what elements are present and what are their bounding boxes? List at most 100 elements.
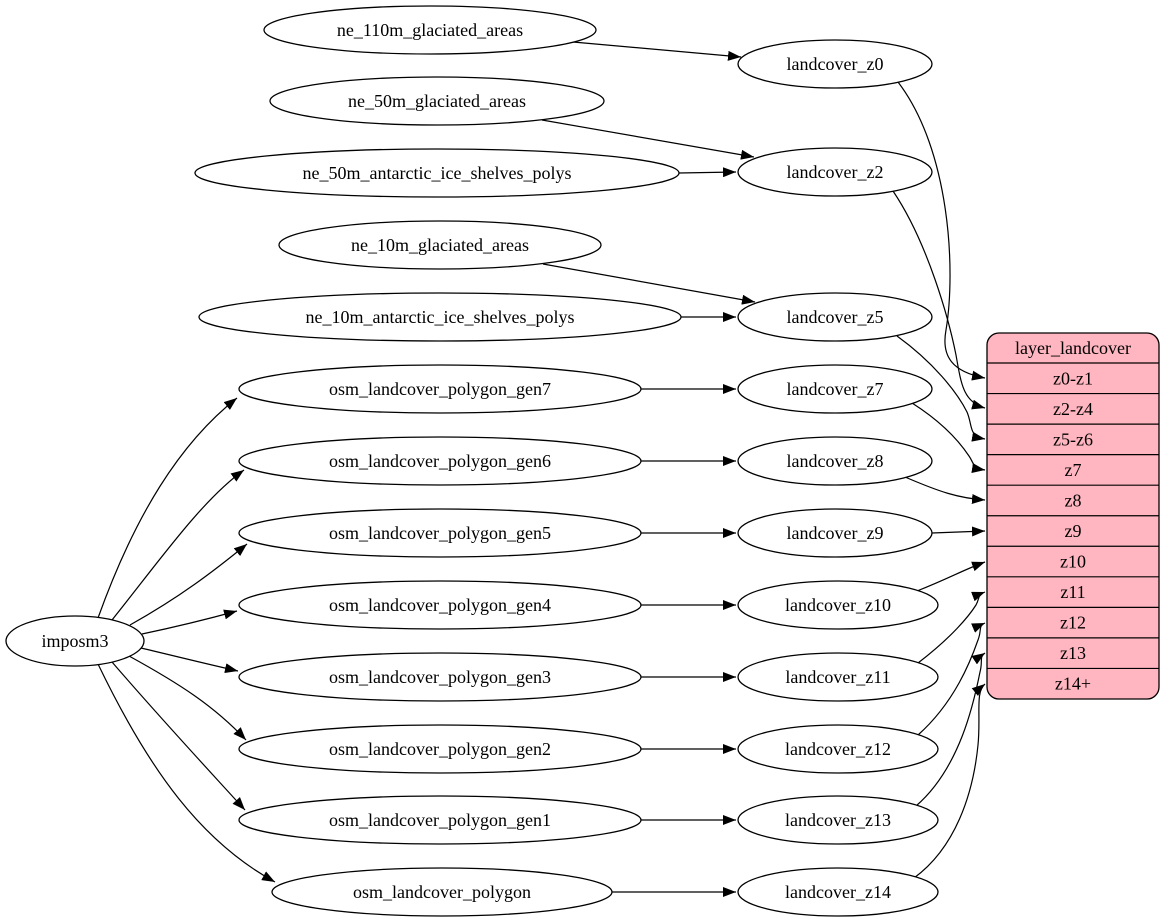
node-ne_110m_glaciated_areas: ne_110m_glaciated_areas xyxy=(263,5,597,55)
node-landcover_z12: landcover_z12 xyxy=(737,724,939,774)
osm_landcover_polygon_gen4-ellipse xyxy=(238,580,642,630)
node-label-landcover_z12: landcover_z12 xyxy=(785,739,891,759)
node-osm_landcover_polygon_gen4: osm_landcover_polygon_gen4 xyxy=(238,580,642,630)
node-ne_10m_antarctic_ice_shelves_polys: ne_10m_antarctic_ice_shelves_polys xyxy=(198,292,682,342)
record-row-z5-z6: z5-z6 xyxy=(1053,429,1093,449)
node-label-landcover_z11: landcover_z11 xyxy=(785,667,890,687)
osm_landcover_polygon_gen1-ellipse xyxy=(238,795,642,845)
node-landcover_z14: landcover_z14 xyxy=(737,867,939,917)
node-osm_landcover_polygon_gen6: osm_landcover_polygon_gen6 xyxy=(238,436,642,486)
node-osm_landcover_polygon_gen3: osm_landcover_polygon_gen3 xyxy=(238,652,642,702)
edge-imposm3-to-osm_landcover_polygon_gen7 xyxy=(97,397,238,619)
node-label-landcover_z5: landcover_z5 xyxy=(787,307,884,327)
record-row-z7: z7 xyxy=(1065,460,1082,480)
edge-landcover_z9-to-layer_landcover:z9 xyxy=(931,526,986,537)
edge-landcover_z8-to-layer_landcover:z8 xyxy=(904,476,986,505)
landcover_z13-ellipse xyxy=(737,795,939,845)
landcover_z10-ellipse xyxy=(737,580,939,630)
node-landcover_z8: landcover_z8 xyxy=(737,436,933,486)
node-label-osm_landcover_polygon_gen2: osm_landcover_polygon_gen2 xyxy=(329,739,551,759)
node-label-landcover_z8: landcover_z8 xyxy=(787,451,884,471)
node-label-landcover_z9: landcover_z9 xyxy=(787,523,884,543)
edge-landcover_z13-to-layer_landcover:z13 xyxy=(915,652,986,807)
edge-landcover_z11-to-layer_landcover:z11 xyxy=(917,591,986,664)
osm_landcover_polygon_gen5-ellipse xyxy=(238,508,642,558)
osm_landcover_polygon_gen3-ellipse xyxy=(238,652,642,702)
node-landcover_z5: landcover_z5 xyxy=(737,292,933,342)
ne_110m_glaciated_areas-ellipse xyxy=(263,5,597,55)
record-row-z13: z13 xyxy=(1060,643,1086,663)
node-landcover_z11: landcover_z11 xyxy=(737,652,939,702)
record-layer_landcover: layer_landcover z0-z1 z2-z4 z5-z6 z7 z8 z9 z10 z… xyxy=(986,332,1160,700)
node-label-osm_landcover_polygon_gen6: osm_landcover_polygon_gen6 xyxy=(329,451,551,471)
record-row-z8: z8 xyxy=(1065,490,1082,510)
ne_50m_antarctic_ice_shelves_polys-ellipse xyxy=(194,148,680,198)
node-label-ne_10m_antarctic_ice_shelves_polys: ne_10m_antarctic_ice_shelves_polys xyxy=(306,307,575,327)
node-label-osm_landcover_polygon_gen1: osm_landcover_polygon_gen1 xyxy=(329,810,551,830)
edge-imposm3-to-osm_landcover_polygon_gen1 xyxy=(111,661,246,811)
node-landcover_z13: landcover_z13 xyxy=(737,795,939,845)
record-row-z0-z1: z0-z1 xyxy=(1053,368,1093,388)
node-label-landcover_z2: landcover_z2 xyxy=(787,162,884,182)
record-row-z10: z10 xyxy=(1060,552,1086,572)
edge-imposm3-to-osm_landcover_polygon_gen5 xyxy=(129,543,248,626)
node-label-landcover_z14: landcover_z14 xyxy=(785,882,891,902)
landcover_z0-ellipse xyxy=(737,39,933,89)
landcover_z2-ellipse xyxy=(737,147,933,197)
node-landcover_z10: landcover_z10 xyxy=(737,580,939,630)
edge-imposm3-to-osm_landcover_polygon_gen6 xyxy=(111,469,245,621)
edge-landcover_z10-to-layer_landcover:z10 xyxy=(916,561,986,592)
node-label-ne_50m_glaciated_areas: ne_50m_glaciated_areas xyxy=(348,91,526,111)
osm_landcover_polygon-ellipse xyxy=(271,867,613,917)
landcover_z12-ellipse xyxy=(737,724,939,774)
record-row-z2-z4: z2-z4 xyxy=(1053,399,1093,419)
edge-ne_50m_antarctic_ice_shelves_polys-to-landcover_z2 xyxy=(678,167,737,178)
node-label-landcover_z7: landcover_z7 xyxy=(787,379,884,399)
node-landcover_z7: landcover_z7 xyxy=(737,364,933,414)
node-label-landcover_z13: landcover_z13 xyxy=(785,810,891,830)
node-label-imposm3: imposm3 xyxy=(41,631,108,651)
ne_10m_antarctic_ice_shelves_polys-ellipse xyxy=(198,292,682,342)
node-landcover_z2: landcover_z2 xyxy=(737,147,933,197)
node-imposm3: imposm3 xyxy=(5,615,145,667)
node-ne_50m_glaciated_areas: ne_50m_glaciated_areas xyxy=(269,76,605,126)
record-row-z11: z11 xyxy=(1060,582,1085,602)
edge-imposm3-to-osm_landcover_polygon_gen3 xyxy=(140,647,239,674)
edge-imposm3-to-osm_landcover_polygon xyxy=(97,663,276,883)
imposm3-ellipse xyxy=(5,615,145,667)
edge-ne_10m_glaciated_areas-to-landcover_z5 xyxy=(542,263,756,305)
record-row-z12: z12 xyxy=(1060,613,1086,633)
edge-landcover_z14-to-layer_landcover:z14+ xyxy=(913,683,986,879)
node-label-ne_110m_glaciated_areas: ne_110m_glaciated_areas xyxy=(337,20,523,40)
osm_landcover_polygon_gen2-ellipse xyxy=(238,724,642,774)
node-landcover_z0: landcover_z0 xyxy=(737,39,933,89)
record-title: layer_landcover xyxy=(1015,338,1131,358)
node-label-osm_landcover_polygon_gen4: osm_landcover_polygon_gen4 xyxy=(329,595,551,615)
edge-ne_110m_glaciated_areas-to-landcover_z0 xyxy=(572,41,742,61)
landcover_z9-ellipse xyxy=(737,508,933,558)
osm_landcover_polygon_gen7-ellipse xyxy=(238,364,642,414)
landcover_z14-ellipse xyxy=(737,867,939,917)
node-label-osm_landcover_polygon_gen5: osm_landcover_polygon_gen5 xyxy=(329,523,551,543)
edge-landcover_z0-to-layer_landcover:z0-z1 xyxy=(897,81,986,381)
landcover_z5-ellipse xyxy=(737,292,933,342)
edge-landcover_z5-to-layer_landcover:z5-z6 xyxy=(896,335,986,442)
node-label-ne_10m_glaciated_areas: ne_10m_glaciated_areas xyxy=(351,235,529,255)
edge-landcover_z12-to-layer_landcover:z12 xyxy=(917,622,986,736)
node-osm_landcover_polygon_gen2: osm_landcover_polygon_gen2 xyxy=(238,724,642,774)
node-label-osm_landcover_polygon_gen7: osm_landcover_polygon_gen7 xyxy=(329,379,551,399)
edge-imposm3-to-osm_landcover_polygon_gen4 xyxy=(141,609,238,635)
node-label-osm_landcover_polygon: osm_landcover_polygon xyxy=(353,882,531,902)
edge-ne_50m_glaciated_areas-to-landcover_z2 xyxy=(541,119,755,160)
record-row-z9: z9 xyxy=(1065,521,1082,541)
node-ne_50m_antarctic_ice_shelves_polys: ne_50m_antarctic_ice_shelves_polys xyxy=(194,148,680,198)
edge-landcover_z7-to-layer_landcover:z7 xyxy=(911,402,986,473)
node-osm_landcover_polygon: osm_landcover_polygon xyxy=(271,867,613,917)
ne_10m_glaciated_areas-ellipse xyxy=(278,220,602,270)
node-osm_landcover_polygon_gen1: osm_landcover_polygon_gen1 xyxy=(238,795,642,845)
node-osm_landcover_polygon_gen7: osm_landcover_polygon_gen7 xyxy=(238,364,642,414)
edge-landcover_z2-to-layer_landcover:z2-z4 xyxy=(892,190,986,410)
osm_landcover_polygon_gen6-ellipse xyxy=(238,436,642,486)
